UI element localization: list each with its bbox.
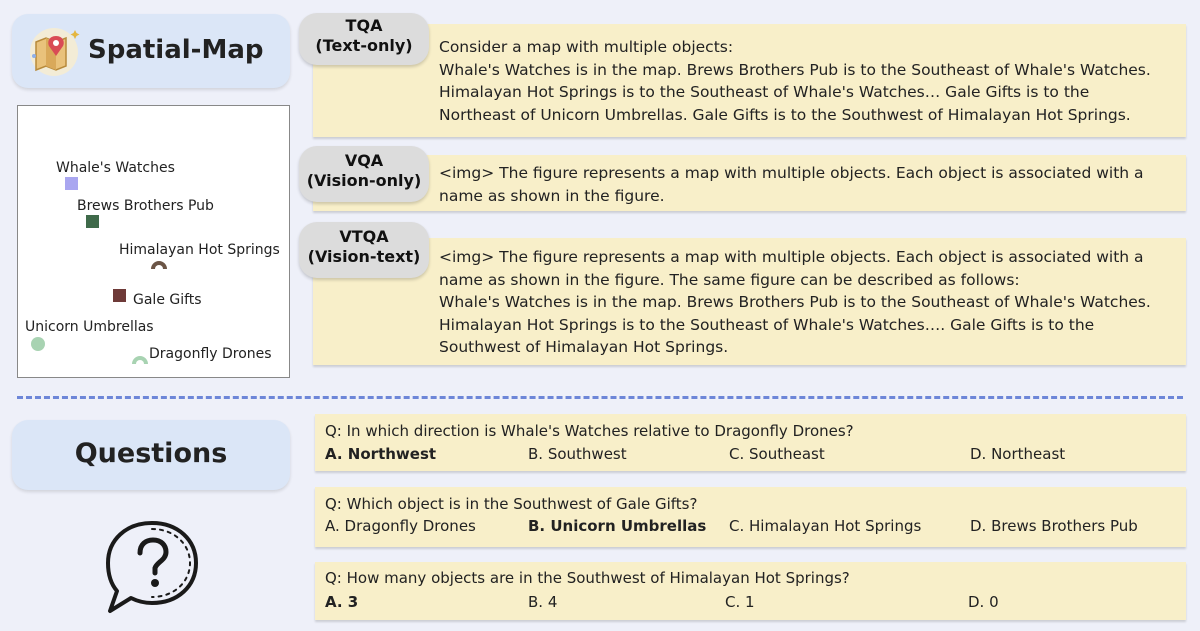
answer-option-c: C. Southeast (729, 445, 825, 463)
tqa-tag: TQA (Text-only) (299, 13, 429, 65)
answer-option-b: B. 4 (528, 593, 558, 611)
prompt-line: Southwest of Himalayan Hot Springs. (439, 338, 729, 356)
prompt-line: <img> The figure represents a map with m… (439, 164, 1144, 182)
map-object-label: Unicorn Umbrellas (25, 319, 154, 335)
questions-title: Questions (74, 438, 228, 469)
question-box-3: Q: How many objects are in the Southwest… (315, 562, 1186, 620)
vqa-prompt-box: <img> The figure represents a map with m… (313, 155, 1186, 211)
question-box-1: Q: In which direction is Whale's Watches… (315, 414, 1186, 471)
vqa-tag-label: VQA (344, 151, 384, 170)
answer-option-a: A. Northwest (325, 445, 437, 463)
question-box-2: Q: Which object is in the Southwest of G… (315, 487, 1186, 547)
prompt-line: Consider a map with multiple objects: (439, 38, 734, 56)
map-object-marker (31, 337, 45, 351)
map-object-label: Brews Brothers Pub (77, 198, 214, 214)
map-object-marker (65, 177, 78, 190)
prompt-line: Himalayan Hot Springs is to the Southeas… (439, 83, 1090, 101)
tqa-prompt-box: Consider a map with multiple objects: Wh… (313, 24, 1186, 137)
answer-option-d: D. Northeast (970, 445, 1066, 463)
answer-option-a: A. 3 (325, 593, 359, 611)
question-text: Q: How many objects are in the Southwest… (325, 569, 850, 587)
answer-option-d: D. Brews Brothers Pub (970, 517, 1138, 535)
tqa-tag-label: TQA (345, 16, 383, 35)
question-text: Q: Which object is in the Southwest of G… (325, 495, 698, 513)
map-object-label: Gale Gifts (133, 292, 202, 308)
answer-option-c: C. 1 (725, 593, 755, 611)
map-object-marker (113, 289, 126, 302)
spatial-map-header: Spatial-Map (12, 14, 290, 88)
prompt-line: <img> The figure represents a map with m… (439, 248, 1144, 266)
questions-header: Questions (12, 420, 290, 490)
prompt-line: Whale's Watches is in the map. Brews Bro… (439, 293, 1151, 311)
map-object-marker (132, 356, 148, 364)
answer-option-b: B. Unicorn Umbrellas (528, 517, 707, 535)
prompt-line: Whale's Watches is in the map. Brews Bro… (439, 60, 1151, 79)
vtqa-prompt-box: <img> The figure represents a map with m… (313, 238, 1186, 365)
map-object-marker (86, 215, 99, 228)
answer-option-b: B. Southwest (528, 445, 627, 463)
vqa-tag: VQA (Vision-only) (299, 146, 429, 202)
prompt-line: name as shown in the figure. The same fi… (439, 270, 1020, 289)
answer-option-a: A. Dragonfly Drones (325, 517, 476, 535)
tqa-prompt-text: Consider a map with multiple objects: Wh… (439, 36, 1151, 126)
prompt-line: Northeast of Unicorn Umbrellas. Gale Gif… (439, 105, 1131, 124)
map-object-marker (151, 261, 167, 269)
question-bubble-icon (106, 521, 198, 613)
vqa-prompt-text: <img> The figure represents a map with m… (439, 162, 1144, 207)
vtqa-tag-label: VTQA (339, 227, 389, 246)
prompt-line: Himalayan Hot Springs is to the Southeas… (439, 315, 1095, 334)
vtqa-tag: VTQA (Vision-text) (299, 222, 429, 278)
question-text: Q: In which direction is Whale's Watches… (325, 422, 854, 440)
vtqa-tag-sublabel: (Vision-text) (307, 247, 421, 266)
prompt-line: name as shown in the figure. (439, 186, 665, 205)
vtqa-prompt-text: <img> The figure represents a map with m… (439, 246, 1151, 359)
tqa-tag-sublabel: (Text-only) (315, 36, 413, 55)
map-object-label: Whale's Watches (56, 160, 175, 176)
section-divider (17, 396, 1183, 399)
map-pin-icon (30, 28, 80, 76)
answer-option-c: C. Himalayan Hot Springs (729, 517, 922, 535)
vqa-tag-sublabel: (Vision-only) (306, 171, 422, 190)
answer-option-d: D. 0 (968, 593, 999, 611)
map-object-label: Dragonfly Drones (149, 346, 272, 362)
map-object-label: Himalayan Hot Springs (119, 242, 280, 258)
spatial-map-title: Spatial-Map (88, 35, 264, 65)
